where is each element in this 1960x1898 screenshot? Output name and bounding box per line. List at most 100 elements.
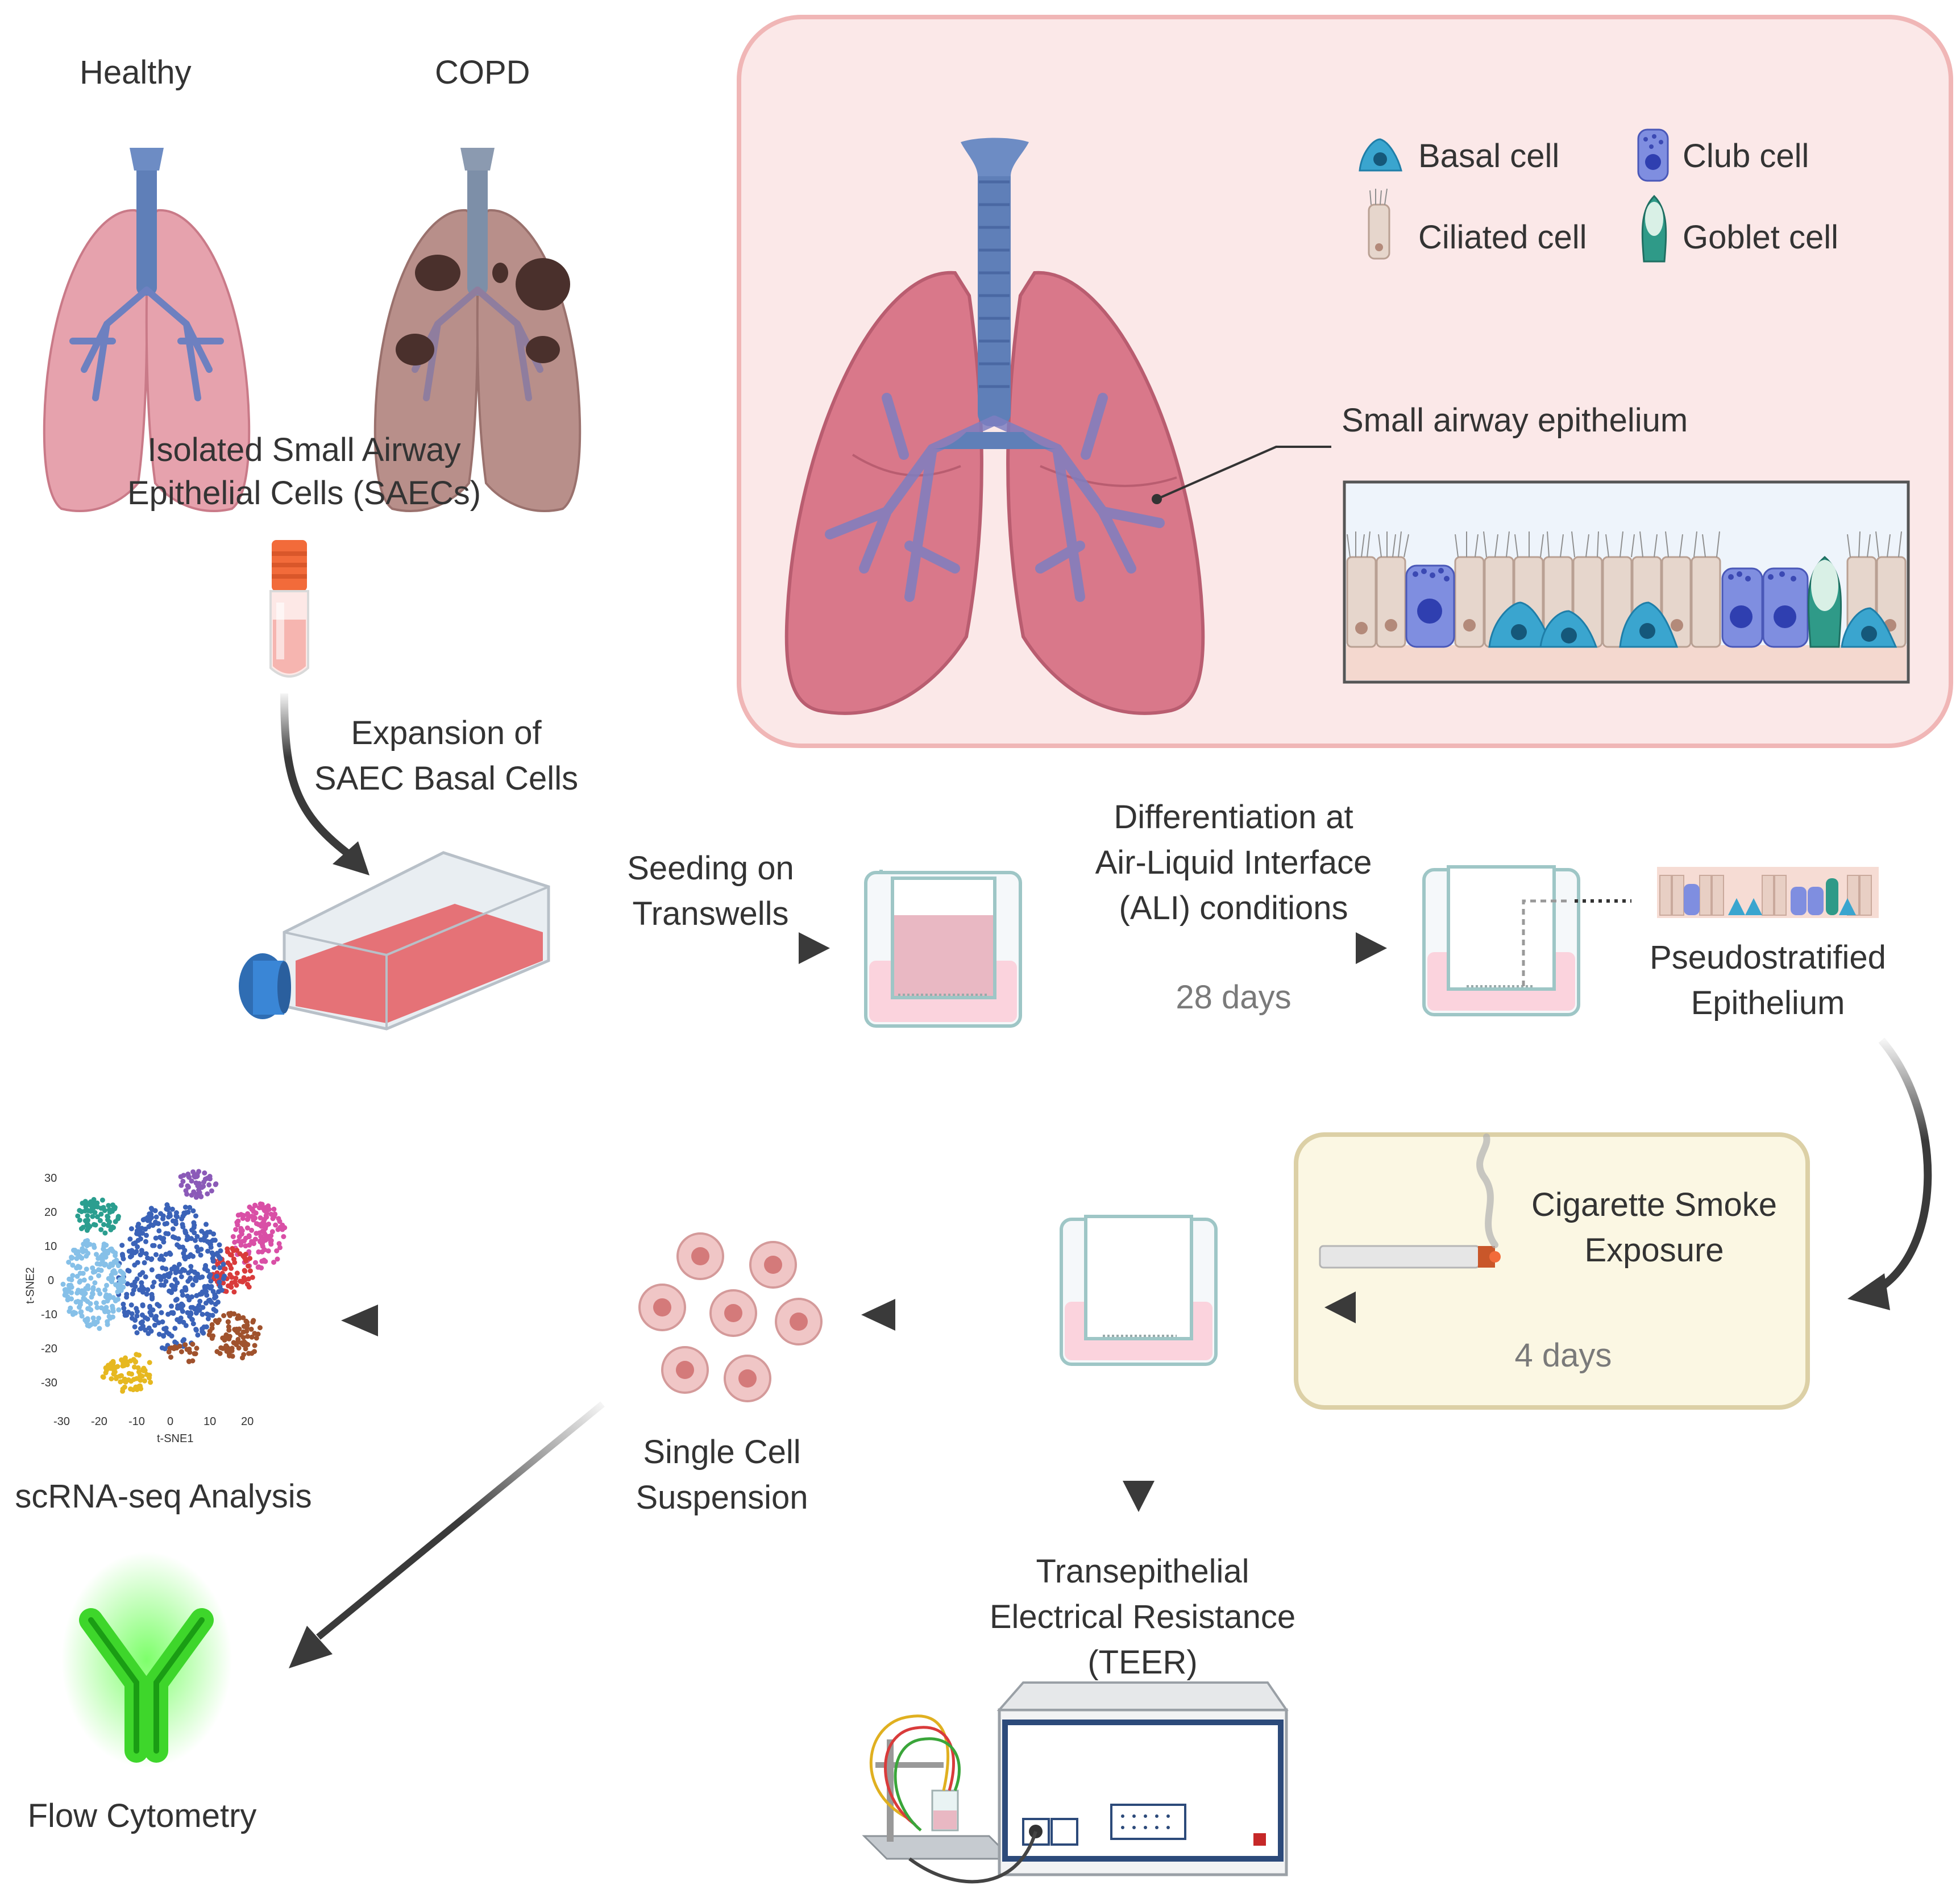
tsne-point: [194, 1345, 200, 1351]
copd-label: COPD: [435, 54, 530, 91]
tsne-point: [94, 1214, 100, 1220]
tsne-point: [102, 1307, 107, 1313]
tsne-point: [181, 1319, 186, 1325]
tsne-point: [216, 1289, 221, 1294]
tsne-point: [151, 1280, 157, 1285]
tsne-point: [188, 1252, 193, 1257]
tsne-point: [234, 1248, 240, 1253]
tsne-point: [231, 1256, 236, 1262]
tsne-point: [268, 1211, 274, 1217]
tsne-point: [206, 1182, 212, 1187]
tsne-point: [93, 1222, 98, 1228]
tsne-point: [251, 1208, 256, 1214]
tsne-point: [119, 1243, 125, 1248]
tsne-point: [234, 1270, 240, 1276]
tsne-point: [87, 1224, 93, 1229]
tsne-point: [156, 1331, 162, 1337]
tsne-point: [225, 1260, 231, 1266]
tsne-point: [98, 1268, 104, 1273]
tsne-point: [143, 1274, 148, 1280]
tsne-point: [85, 1323, 90, 1328]
tsne-xlabel: t-SNE1: [157, 1432, 194, 1445]
tsne-point: [232, 1239, 238, 1245]
tsne-point: [110, 1276, 115, 1281]
expansion-label-line1: Expansion of: [351, 715, 542, 751]
tsne-point: [110, 1360, 116, 1365]
tsne-point: [106, 1276, 111, 1281]
tsne-point: [175, 1305, 180, 1311]
tsne-point: [252, 1343, 258, 1348]
tsne-point: [183, 1188, 189, 1194]
tsne-point: [174, 1210, 179, 1215]
tsne-point: [124, 1361, 130, 1367]
tsne-point: [226, 1324, 231, 1330]
tsne-point: [134, 1352, 139, 1357]
tsne-point: [90, 1214, 95, 1219]
tsne-point: [144, 1232, 149, 1238]
tsne-point: [132, 1359, 138, 1365]
tsne-point: [234, 1220, 240, 1225]
tsne-point: [142, 1368, 148, 1373]
tsne-point: [133, 1384, 139, 1390]
tsne-point: [225, 1246, 230, 1252]
tsne-point: [106, 1309, 111, 1315]
expansion-label-line2: SAEC Basal Cells: [314, 760, 579, 797]
smoke-days-label: 4 days: [1514, 1337, 1612, 1374]
differentiation-label-line3: (ALI) conditions: [1119, 890, 1348, 927]
tsne-point: [121, 1301, 126, 1307]
tsne-point: [157, 1244, 163, 1249]
tsne-point: [92, 1321, 98, 1327]
tsne-point: [261, 1257, 267, 1263]
tsne-point: [209, 1188, 214, 1194]
tsne-point: [275, 1256, 280, 1262]
tsne-point: [260, 1220, 265, 1226]
tsne-point: [85, 1213, 90, 1219]
tsne-point: [239, 1340, 244, 1345]
tsne-point: [217, 1242, 222, 1248]
tsne-point: [84, 1266, 89, 1272]
tsne-point: [276, 1241, 282, 1247]
tsne-point: [275, 1227, 281, 1232]
tsne-point: [148, 1380, 153, 1385]
seeding-label-line1: Seeding on: [627, 850, 794, 887]
tsne-point: [105, 1319, 110, 1324]
tsne-point: [85, 1238, 90, 1243]
smoke-label-line1: Cigarette Smoke: [1531, 1186, 1777, 1223]
tsne-point: [67, 1309, 72, 1314]
tsne-point: [172, 1326, 178, 1331]
tsne-point: [197, 1298, 203, 1304]
tsne-point: [140, 1303, 146, 1309]
tsne-point: [218, 1345, 224, 1351]
tsne-point: [162, 1346, 168, 1352]
tsne-point: [152, 1316, 157, 1322]
seeding-label-line2: Transwells: [632, 895, 789, 932]
tsne-ylabel: t-SNE2: [24, 1267, 37, 1304]
tsne-point: [138, 1252, 143, 1257]
tsne-xtick-6: 20: [241, 1415, 254, 1428]
tsne-point: [189, 1227, 194, 1233]
tsne-point: [243, 1340, 248, 1346]
tsne-point: [258, 1201, 263, 1207]
tsne-point: [185, 1236, 190, 1242]
tsne-point: [169, 1333, 175, 1339]
tsne-point: [221, 1313, 227, 1318]
tsne-point: [152, 1322, 157, 1328]
tsne-point: [106, 1248, 111, 1254]
tsne-point: [178, 1269, 184, 1274]
tsne-point: [67, 1276, 72, 1282]
tsne-point: [69, 1290, 74, 1295]
isolated-saec-label-line1: Isolated Small Airway: [147, 431, 461, 468]
tsne-point: [95, 1288, 101, 1293]
tsne-point: [97, 1218, 103, 1223]
tsne-point: [271, 1260, 277, 1265]
tsne-point: [169, 1206, 175, 1212]
tsne-point: [249, 1334, 255, 1340]
tsne-point: [256, 1249, 261, 1255]
tsne-point: [171, 1226, 176, 1232]
tsne-point: [226, 1283, 231, 1289]
tsne-point: [193, 1213, 198, 1219]
tsne-point: [171, 1310, 176, 1315]
healthy-label: Healthy: [80, 54, 192, 91]
tsne-point: [140, 1231, 146, 1236]
tsne-xtick-2: -20: [91, 1415, 107, 1428]
